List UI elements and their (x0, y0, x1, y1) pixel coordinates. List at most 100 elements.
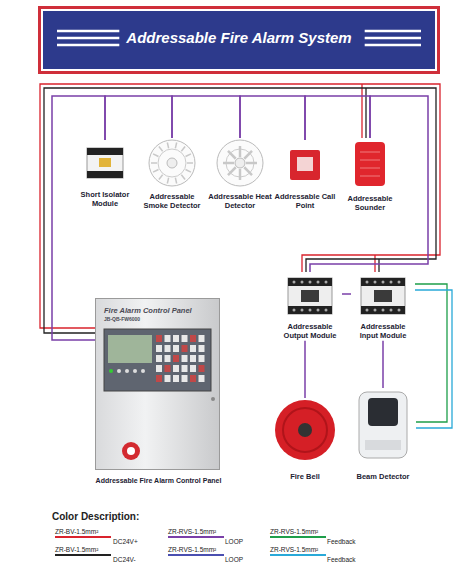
power-wire (361, 84, 362, 138)
stripe (57, 37, 119, 40)
bell-body (275, 400, 335, 460)
detector-slot (181, 175, 185, 180)
key (165, 365, 171, 372)
cable-type: ZR-RVS-1.5mm² (168, 528, 224, 535)
loop-wire (240, 96, 305, 140)
terminal-strip (361, 278, 405, 286)
device-box: Addressable Call Point (274, 140, 336, 211)
detector-center (167, 158, 177, 168)
key (190, 375, 196, 382)
cable-function: Feedback (327, 538, 356, 545)
loop-wire (342, 293, 351, 295)
screw (382, 281, 385, 284)
device-box: Addressable Input Module (351, 272, 415, 341)
loop-wire (304, 341, 306, 398)
title-banner: Addressable Fire Alarm System (38, 6, 440, 74)
detector-slot (151, 162, 157, 164)
device-box: Addressable Sounder (339, 138, 401, 213)
detector-ring (158, 149, 186, 177)
screw (325, 309, 328, 312)
detector-slot (244, 151, 252, 159)
beam-base (365, 440, 401, 450)
led (125, 369, 129, 373)
call-point-body (290, 150, 320, 180)
terminal-strip (288, 278, 332, 286)
bell-rim (283, 408, 327, 452)
cable-type: ZR-RVS-1.5mm² (270, 528, 326, 535)
beam-window (368, 398, 398, 426)
detector-slot (186, 154, 191, 157)
detector-center (235, 158, 245, 168)
legend-item: ZR-RVS-1.5mm² (270, 528, 326, 539)
device-label: Fire Bell (270, 472, 340, 481)
loop-wire (305, 96, 370, 140)
key (156, 345, 162, 352)
device-label: Addressable Input Module (351, 322, 415, 341)
screw (374, 309, 377, 312)
key (165, 345, 171, 352)
chip (99, 158, 111, 167)
detector-slot (228, 151, 236, 159)
key (165, 375, 171, 382)
detector-slot (181, 147, 185, 152)
stripe (57, 30, 119, 33)
screw (317, 281, 320, 284)
module-body (87, 148, 123, 178)
stripe (57, 44, 119, 47)
legend-swatch-box (270, 535, 326, 539)
sounder-icon (339, 138, 401, 190)
legend-swatch-box (168, 553, 224, 557)
detector-slot (186, 170, 191, 173)
heat-icon (207, 138, 273, 188)
screw (309, 281, 312, 284)
key (173, 375, 179, 382)
legend-item: ZR-RVS-1.5mm² (270, 546, 326, 557)
key (199, 345, 205, 352)
chip (374, 290, 392, 302)
terminal-strip (288, 306, 332, 314)
screw (293, 281, 296, 284)
key (156, 335, 162, 342)
screw (374, 281, 377, 284)
screw (366, 281, 369, 284)
screw (309, 309, 312, 312)
key (190, 345, 196, 352)
detector-slot (223, 162, 234, 165)
detector-slot (153, 170, 158, 173)
module-body (361, 278, 405, 314)
key (182, 375, 188, 382)
screw (366, 309, 369, 312)
key (199, 375, 205, 382)
model-number: JB-QB-FW6000 (96, 316, 219, 322)
screw (398, 309, 401, 312)
key (190, 355, 196, 362)
callpoint-icon (274, 140, 336, 188)
logo (122, 442, 140, 460)
detector-body (217, 140, 263, 186)
sounder-ridge (360, 160, 380, 161)
device-label: Beam Detector (350, 472, 416, 481)
display-screen (108, 335, 152, 363)
detector-slot (153, 154, 158, 157)
terminal-strip (87, 171, 123, 178)
sounder-ridge (360, 168, 380, 169)
device-box: Addressable Smoke Detector (139, 138, 205, 211)
legend-swatch (168, 536, 224, 538)
legend-item: ZR-BV-1.5mm² (55, 546, 111, 557)
detector-slot (187, 162, 193, 164)
screw (293, 309, 296, 312)
legend-swatch-box (168, 535, 224, 539)
cable-type: ZR-RVS-1.5mm² (168, 546, 224, 553)
panel-frame (104, 329, 211, 391)
loop-wire (310, 96, 428, 272)
feedback-wire (415, 284, 447, 422)
device-label: Addressable Output Module (278, 322, 342, 341)
device-box: Beam Detector (350, 388, 416, 481)
cable-type: ZR-BV-1.5mm² (55, 546, 111, 553)
lock (211, 397, 215, 401)
key (165, 355, 171, 362)
key (173, 355, 179, 362)
device-box: Addressable Heat Detector (207, 138, 273, 211)
cable-function: DC24V- (113, 556, 136, 563)
